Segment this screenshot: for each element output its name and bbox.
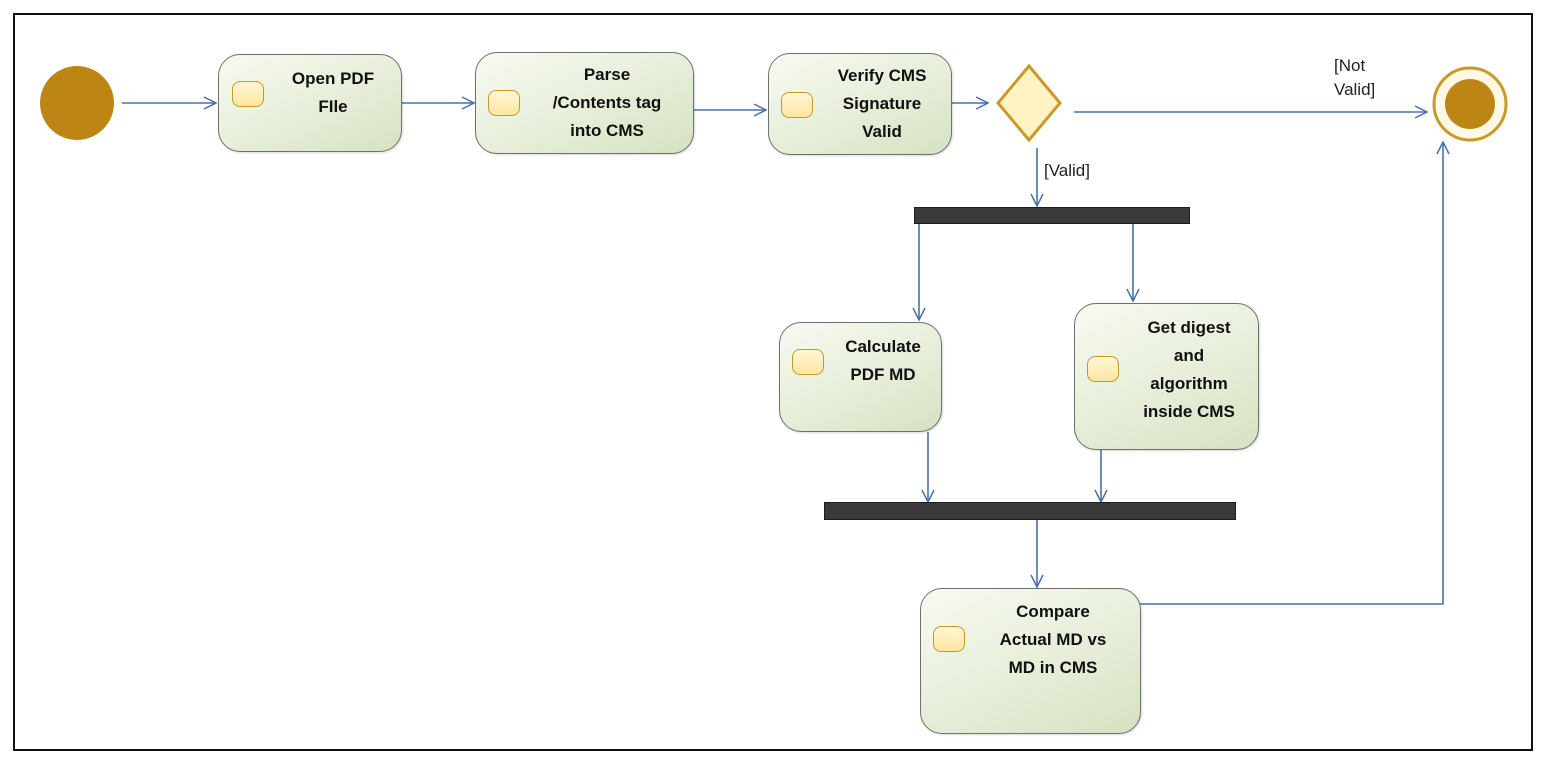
initial-node — [40, 66, 114, 140]
final-node-inner-circle — [1445, 79, 1495, 129]
action-icon — [1087, 356, 1119, 382]
action-calculate-md[interactable]: Calculate PDF MD — [779, 322, 942, 432]
guard-not-valid: [Not Valid] — [1334, 56, 1376, 99]
action-icon — [232, 81, 264, 107]
action-label: Open PDF FIle — [291, 69, 375, 116]
action-parse-contents[interactable]: Parse /Contents tag into CMS — [475, 52, 694, 154]
decision-diamond — [996, 63, 1062, 143]
action-label: Verify CMS Signature Valid — [837, 66, 927, 141]
action-label: Compare Actual MD vs MD in CMS — [999, 602, 1107, 677]
fork-bar — [914, 207, 1190, 224]
flow-compare-to-final — [1140, 142, 1443, 605]
action-icon — [933, 626, 965, 652]
final-node — [1432, 66, 1508, 142]
action-icon — [792, 349, 824, 375]
action-get-digest[interactable]: Get digest and algorithm inside CMS — [1074, 303, 1259, 450]
action-compare-md[interactable]: Compare Actual MD vs MD in CMS — [920, 588, 1141, 734]
diagram-frame — [13, 13, 1533, 751]
action-label: Calculate PDF MD — [845, 337, 921, 384]
action-label: Parse /Contents tag into CMS — [552, 65, 662, 140]
action-icon — [488, 90, 520, 116]
join-bar — [824, 502, 1236, 520]
decision-node — [996, 63, 1062, 143]
action-label: Get digest and algorithm inside CMS — [1143, 318, 1235, 421]
action-icon — [781, 92, 813, 118]
action-verify-signature[interactable]: Verify CMS Signature Valid — [768, 53, 952, 155]
action-open-pdf[interactable]: Open PDF FIle — [218, 54, 402, 152]
initial-node-circle — [40, 66, 114, 140]
guard-valid: [Valid] — [1044, 161, 1090, 180]
